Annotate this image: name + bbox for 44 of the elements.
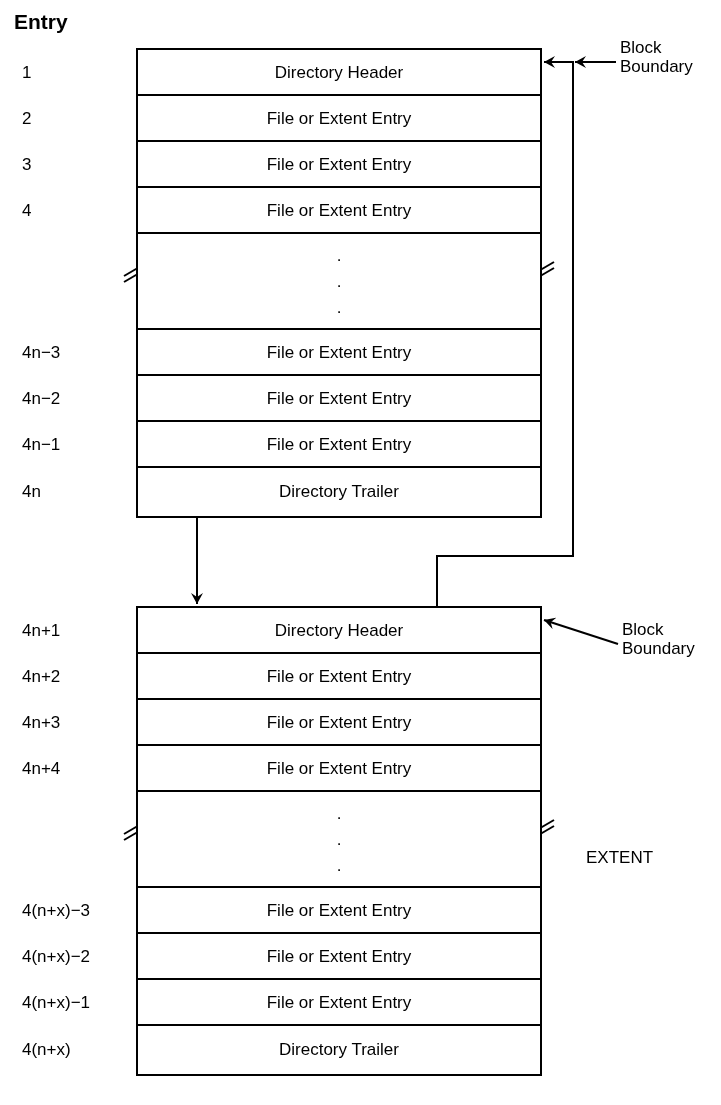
row-label: File or Extent Entry bbox=[266, 343, 412, 363]
row-label: File or Extent Entry bbox=[266, 947, 412, 967]
row-label: Directory Header bbox=[274, 621, 404, 641]
row-label: File or Extent Entry bbox=[266, 389, 412, 409]
entry-number: 4n+1 bbox=[22, 621, 61, 641]
arrow bbox=[436, 56, 574, 607]
ellipsis-dots: . . . bbox=[335, 803, 343, 877]
row-label: File or Extent Entry bbox=[266, 993, 412, 1013]
entry-number: 4n−3 bbox=[22, 343, 61, 363]
entry-number: 4n+2 bbox=[22, 667, 61, 687]
row-label: Directory Trailer bbox=[279, 482, 399, 502]
row-label: File or Extent Entry bbox=[266, 759, 412, 779]
callout-label: Block Boundary bbox=[620, 38, 702, 76]
entry-number: 1 bbox=[22, 63, 32, 83]
entry-number: 4n−1 bbox=[22, 435, 61, 455]
row-label: File or Extent Entry bbox=[266, 667, 412, 687]
entry-number: 2 bbox=[22, 109, 32, 129]
entry-number: 4(n+x)−3 bbox=[22, 901, 91, 921]
side-label: EXTENT bbox=[586, 848, 654, 868]
row-label: File or Extent Entry bbox=[266, 109, 412, 129]
entry-number: 4(n+x)−2 bbox=[22, 947, 91, 967]
entry-number: 4n bbox=[22, 482, 41, 502]
directory-row bbox=[136, 1024, 542, 1076]
arrow bbox=[574, 56, 617, 68]
callout-label: Block Boundary bbox=[622, 620, 704, 658]
entry-number: 4(n+x)−1 bbox=[22, 993, 91, 1013]
row-label: Directory Trailer bbox=[279, 1040, 399, 1060]
arrow bbox=[543, 617, 619, 645]
directory-row bbox=[136, 466, 542, 518]
entry-number: 4n−2 bbox=[22, 389, 61, 409]
row-label: File or Extent Entry bbox=[266, 901, 412, 921]
ellipsis-dots: . . . bbox=[335, 245, 343, 319]
row-label: File or Extent Entry bbox=[266, 435, 412, 455]
arrow bbox=[191, 517, 203, 605]
row-label: File or Extent Entry bbox=[266, 155, 412, 175]
entry-number: 4 bbox=[22, 201, 32, 221]
entry-number: 4n+4 bbox=[22, 759, 61, 779]
row-label: Directory Header bbox=[274, 63, 404, 83]
entry-number: 4(n+x) bbox=[22, 1040, 71, 1060]
row-label: File or Extent Entry bbox=[266, 713, 412, 733]
column-heading: Entry bbox=[14, 10, 68, 34]
row-label: File or Extent Entry bbox=[266, 201, 412, 221]
entry-number: 3 bbox=[22, 155, 32, 175]
entry-number: 4n+3 bbox=[22, 713, 61, 733]
